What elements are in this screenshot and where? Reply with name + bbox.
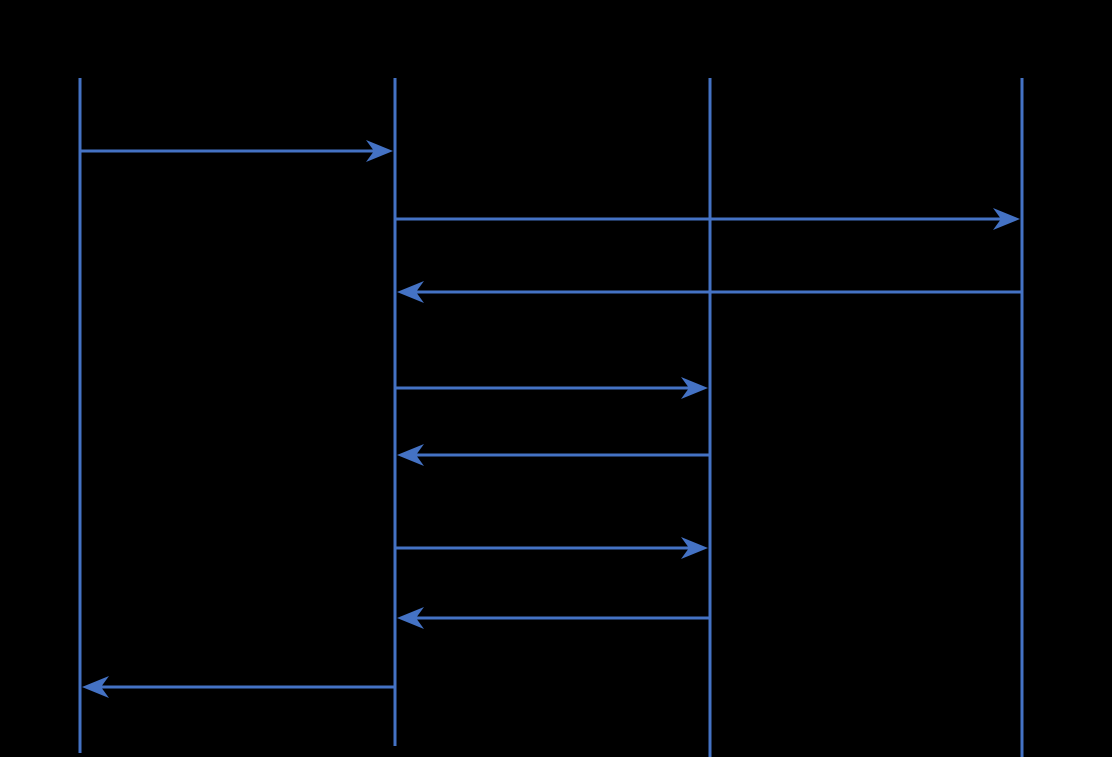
message-7 xyxy=(397,607,710,629)
arrowhead-left-icon xyxy=(397,444,424,466)
arrowhead-right-icon xyxy=(681,537,708,559)
message-4 xyxy=(395,377,708,399)
arrowhead-right-icon xyxy=(993,208,1020,230)
message-5 xyxy=(397,444,710,466)
arrowhead-left-icon xyxy=(82,676,109,698)
arrowhead-right-icon xyxy=(681,377,708,399)
message-2 xyxy=(395,208,1020,230)
arrowhead-left-icon xyxy=(397,607,424,629)
arrowhead-left-icon xyxy=(397,281,424,303)
message-8 xyxy=(82,676,395,698)
message-6 xyxy=(395,537,708,559)
message-3 xyxy=(397,281,1022,303)
message-1 xyxy=(80,140,393,162)
arrowhead-right-icon xyxy=(366,140,393,162)
